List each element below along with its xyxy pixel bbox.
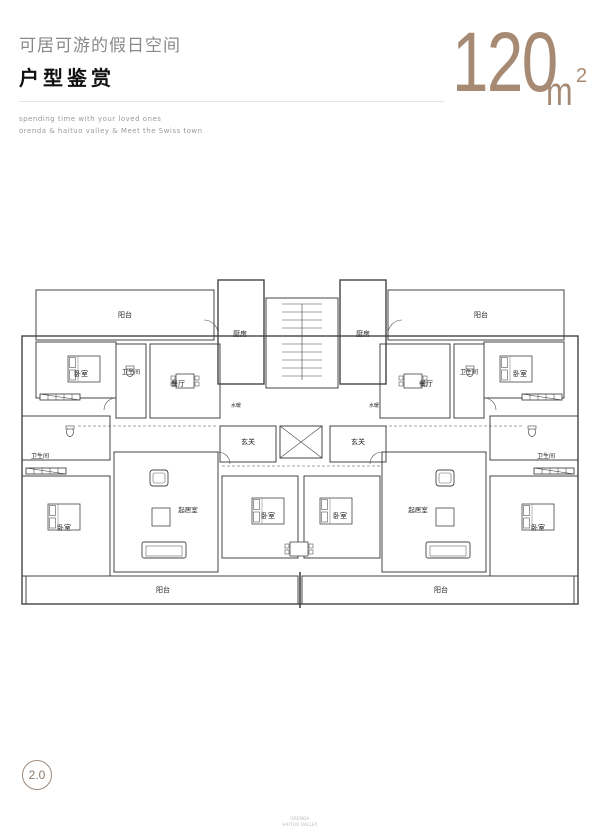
unit-area: 120 m 2 <box>452 15 592 114</box>
label-entry-right: 玄关 <box>351 437 365 446</box>
label-balcony-bottom-left: 阳台 <box>156 585 170 594</box>
label-shaft-left: 水暖 <box>231 402 241 409</box>
label-kitchen-left: 厨房 <box>233 329 247 338</box>
label-bedroom-center-left: 卧室 <box>261 511 275 520</box>
label-bedroom-lower-left: 卧室 <box>57 523 71 532</box>
label-balcony-top-right: 阳台 <box>474 310 488 319</box>
page-number-text: 2.0 <box>28 768 46 782</box>
label-shaft-right: 水暖 <box>369 402 379 409</box>
page-title: 户型鉴赏 <box>19 66 115 90</box>
label-entry-left: 玄关 <box>241 437 255 446</box>
area-unit-superscript: 2 <box>576 65 588 87</box>
label-bedroom-top-right: 卧室 <box>513 369 527 378</box>
label-kitchen-right: 厨房 <box>356 329 370 338</box>
label-dining-right: 餐厅 <box>419 379 433 388</box>
tagline-line-1: spending time with your loved ones <box>19 115 162 123</box>
label-balcony-bottom-right: 阳台 <box>434 585 448 594</box>
label-bathroom-mid-left: 卫生间 <box>31 452 49 460</box>
label-balcony-top-left: 阳台 <box>118 310 132 319</box>
label-bathroom-top-left: 卫生间 <box>122 368 140 376</box>
label-bathroom-mid-right: 卫生间 <box>537 452 555 460</box>
tagline-line-2: orenda & haituo valley & Meet the Swiss … <box>19 127 203 135</box>
area-unit: m <box>546 70 573 114</box>
page-subtitle: 可居可游的假日空间 <box>19 36 181 56</box>
footer-brand: ORENDA HAITUO VALLEY <box>280 816 320 828</box>
label-dining-left: 餐厅 <box>171 379 185 388</box>
label-living-left: 起居室 <box>178 505 198 514</box>
label-bathroom-top-right: 卫生间 <box>460 368 478 376</box>
footer-brand-line-2: HAITUO VALLEY <box>282 822 318 827</box>
label-living-right: 起居室 <box>408 505 428 514</box>
floor-plan: 阳台 阳台 厨房 厨房 卧室 卧室 卫生间 卫生间 餐厅 餐厅 水暖 水暖 玄关… <box>21 279 579 608</box>
label-bedroom-center-right: 卧室 <box>333 511 347 520</box>
header-divider <box>19 101 444 102</box>
label-bedroom-top-left: 卧室 <box>74 369 88 378</box>
footer-brand-line-1: ORENDA <box>290 816 310 821</box>
page-number: 2.0 <box>22 760 52 790</box>
area-number: 120 <box>452 15 558 109</box>
label-bedroom-lower-right: 卧室 <box>531 523 545 532</box>
